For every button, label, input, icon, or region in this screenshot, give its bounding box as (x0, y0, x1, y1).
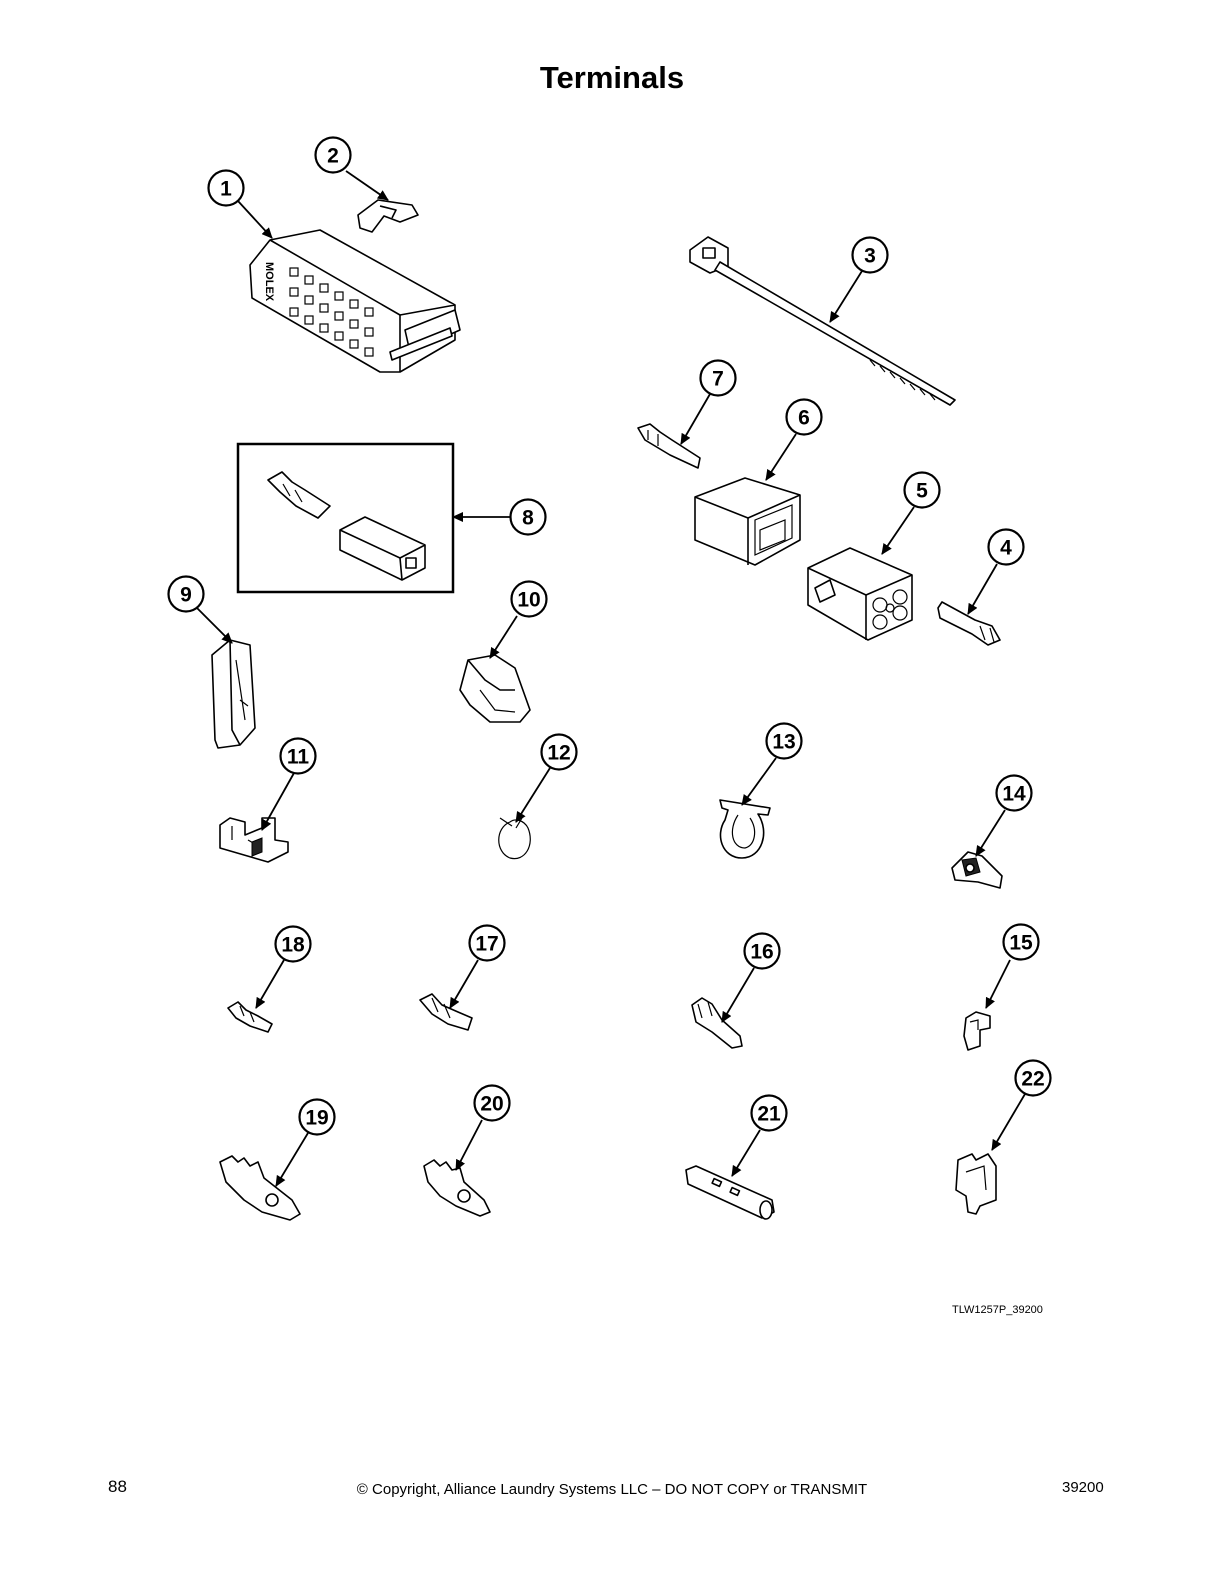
leader-6 (765, 433, 797, 481)
part-8-terminal-kit (236, 442, 455, 594)
leader-5 (881, 506, 915, 555)
callout-3-label: 3 (864, 245, 876, 268)
callout-2-label: 2 (327, 145, 339, 168)
part-20-ring-terminal (423, 1159, 491, 1217)
callout-4: 4 (987, 528, 1025, 566)
callout-19: 19 (298, 1098, 336, 1136)
leader-13 (741, 757, 777, 806)
part-10-wire-clip (459, 654, 531, 723)
callout-6-label: 6 (798, 407, 810, 430)
callout-2: 2 (314, 136, 352, 174)
leader-21 (731, 1129, 761, 1177)
page-number: 88 (108, 1477, 127, 1496)
callout-9: 9 (167, 575, 205, 613)
callout-6: 6 (785, 398, 823, 436)
callout-11: 11 (279, 737, 317, 775)
leader-lines (195, 170, 1026, 1187)
callout-21: 21 (750, 1094, 788, 1132)
leader-10 (489, 615, 518, 659)
callout-5-label: 5 (916, 480, 928, 503)
callout-20-label: 20 (480, 1093, 503, 1116)
leader-17 (449, 959, 479, 1009)
copyright-notice: © Copyright, Alliance Laundry Systems LL… (356, 1481, 868, 1498)
leader-18 (255, 959, 285, 1009)
part-13-band-clamp (719, 799, 771, 859)
leader-3 (829, 270, 863, 323)
callouts: 1 2 3 4 5 6 7 8 9 10 11 12 13 14 15 16 1… (167, 136, 1052, 1136)
callout-5: 5 (903, 471, 941, 509)
callout-17: 17 (468, 924, 506, 962)
callout-7: 7 (699, 359, 737, 397)
document-number: 39200 (1062, 1479, 1104, 1496)
leader-11 (261, 772, 295, 831)
callout-18-label: 18 (281, 934, 305, 957)
part-2-retainer-clip (357, 199, 419, 233)
part-4-socket-terminal (937, 601, 1001, 646)
part-5-receptacle-housing (807, 547, 913, 641)
callout-8-label: 8 (522, 507, 534, 530)
leader-7 (680, 393, 711, 445)
callout-12: 12 (540, 733, 578, 771)
callout-15: 15 (1002, 923, 1040, 961)
callout-22-label: 22 (1021, 1068, 1044, 1091)
callout-18: 18 (274, 925, 312, 963)
part-15-terminal (963, 1011, 991, 1051)
drawing-id: TLW1257P_39200 (952, 1304, 1043, 1316)
callout-4-label: 4 (1000, 537, 1012, 560)
leader-1 (237, 200, 273, 239)
part-11-bracket-terminal (219, 817, 289, 863)
leader-16 (721, 967, 755, 1023)
part-17-terminal (419, 993, 473, 1031)
callout-1: 1 (207, 169, 245, 207)
leader-20 (455, 1119, 483, 1171)
callout-10: 10 (510, 580, 548, 618)
callout-13: 13 (765, 722, 803, 760)
part-18-terminal (227, 1001, 273, 1033)
callout-10-label: 10 (517, 589, 540, 612)
leader-15 (985, 959, 1011, 1009)
part-6-plug-housing (694, 477, 801, 566)
page-title: Terminals (539, 60, 685, 95)
part-16-flag-terminal (691, 997, 743, 1049)
callout-16: 16 (743, 932, 781, 970)
callout-14-label: 14 (1002, 783, 1026, 806)
leader-22 (991, 1093, 1026, 1151)
part-1-connector-housing: MOLEX (249, 229, 461, 373)
leader-19 (275, 1132, 309, 1187)
callout-15-label: 15 (1009, 932, 1033, 955)
part-19-ring-terminal (219, 1155, 301, 1221)
part-7-pin-terminal (637, 423, 701, 469)
part-14-quick-connect (951, 851, 1003, 889)
callout-11-label: 11 (287, 746, 310, 769)
callout-16-label: 16 (750, 941, 773, 964)
part-22-terminal (955, 1153, 997, 1215)
part-9-strain-relief-clip (211, 639, 256, 749)
leader-12 (515, 767, 551, 823)
callout-20: 20 (473, 1084, 511, 1122)
callout-17-label: 17 (475, 933, 498, 956)
callout-7-label: 7 (712, 368, 724, 391)
leader-9 (195, 606, 233, 644)
callout-8: 8 (509, 498, 547, 536)
callout-1-label: 1 (220, 178, 232, 201)
part-3-cable-tie (689, 236, 956, 406)
callout-14: 14 (995, 774, 1033, 812)
leader-2 (345, 170, 389, 201)
molex-marking: MOLEX (263, 262, 275, 302)
leader-14 (975, 809, 1006, 857)
part-12-ring-clip (498, 817, 531, 860)
callout-3: 3 (851, 236, 889, 274)
callout-13-label: 13 (772, 731, 795, 754)
callout-9-label: 9 (180, 584, 192, 607)
part-21-butt-splice (685, 1165, 775, 1220)
callout-12-label: 12 (547, 742, 570, 765)
callout-21-label: 21 (757, 1103, 781, 1126)
callout-19-label: 19 (305, 1107, 328, 1130)
leader-4 (967, 563, 998, 615)
callout-22: 22 (1014, 1059, 1052, 1097)
